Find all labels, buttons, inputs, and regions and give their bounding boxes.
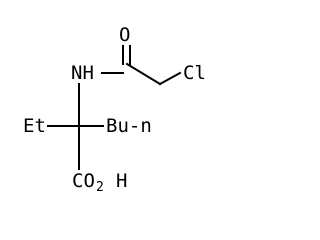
molecule-drawing: O NH Cl Et Bu-n CO 2 H xyxy=(23,24,206,195)
bond-ch2-to-cl xyxy=(158,71,182,86)
carboxyl-co-label: CO xyxy=(72,170,95,192)
chemical-structure-diagram: O NH Cl Et Bu-n CO 2 H xyxy=(23,24,206,195)
nh-label: NH xyxy=(71,62,94,84)
butyl-label: Bu-n xyxy=(106,115,152,137)
carboxyl-h-label: H xyxy=(116,170,127,192)
carboxyl-subscript-label: 2 xyxy=(96,180,104,195)
chlorine-label: Cl xyxy=(183,62,206,84)
bond-carbonyl-to-ch2 xyxy=(125,62,162,86)
ethyl-label: Et xyxy=(23,115,46,137)
oxygen-label: O xyxy=(119,24,130,46)
